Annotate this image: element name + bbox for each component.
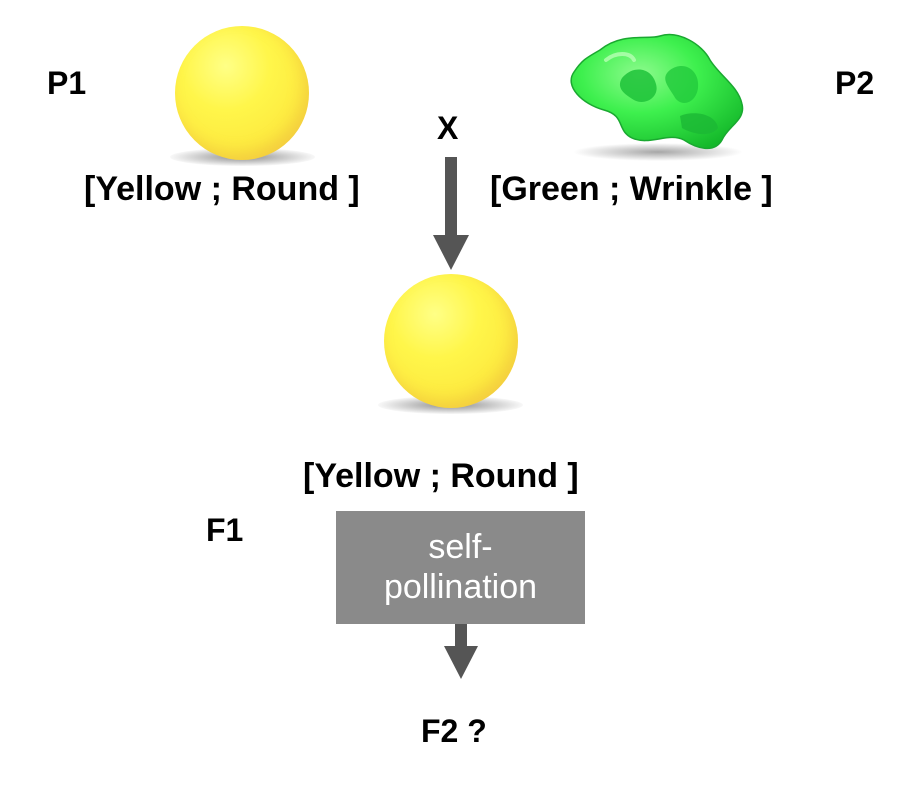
f1-yellow-round-pea-icon [384, 274, 518, 408]
p2-green-wrinkled-pea-icon [570, 33, 744, 161]
self-pollination-text: self- pollination [383, 528, 538, 606]
cross-down-arrow [433, 157, 469, 270]
p1-yellow-round-pea-icon [175, 26, 309, 160]
p1-phenotype: [Yellow ; Round ] [84, 170, 360, 208]
cross-symbol: X [437, 110, 459, 146]
p2-phenotype: [Green ; Wrinkle ] [490, 170, 773, 208]
self-pollination-box: self- pollination [336, 511, 585, 624]
p2-label: P2 [835, 65, 875, 101]
p1-label: P1 [47, 65, 87, 101]
f1-label: F1 [206, 512, 244, 548]
f1-phenotype: [Yellow ; Round ] [303, 457, 579, 495]
f2-label: F2 ? [421, 713, 487, 749]
self-pollination-down-arrow [444, 624, 478, 679]
